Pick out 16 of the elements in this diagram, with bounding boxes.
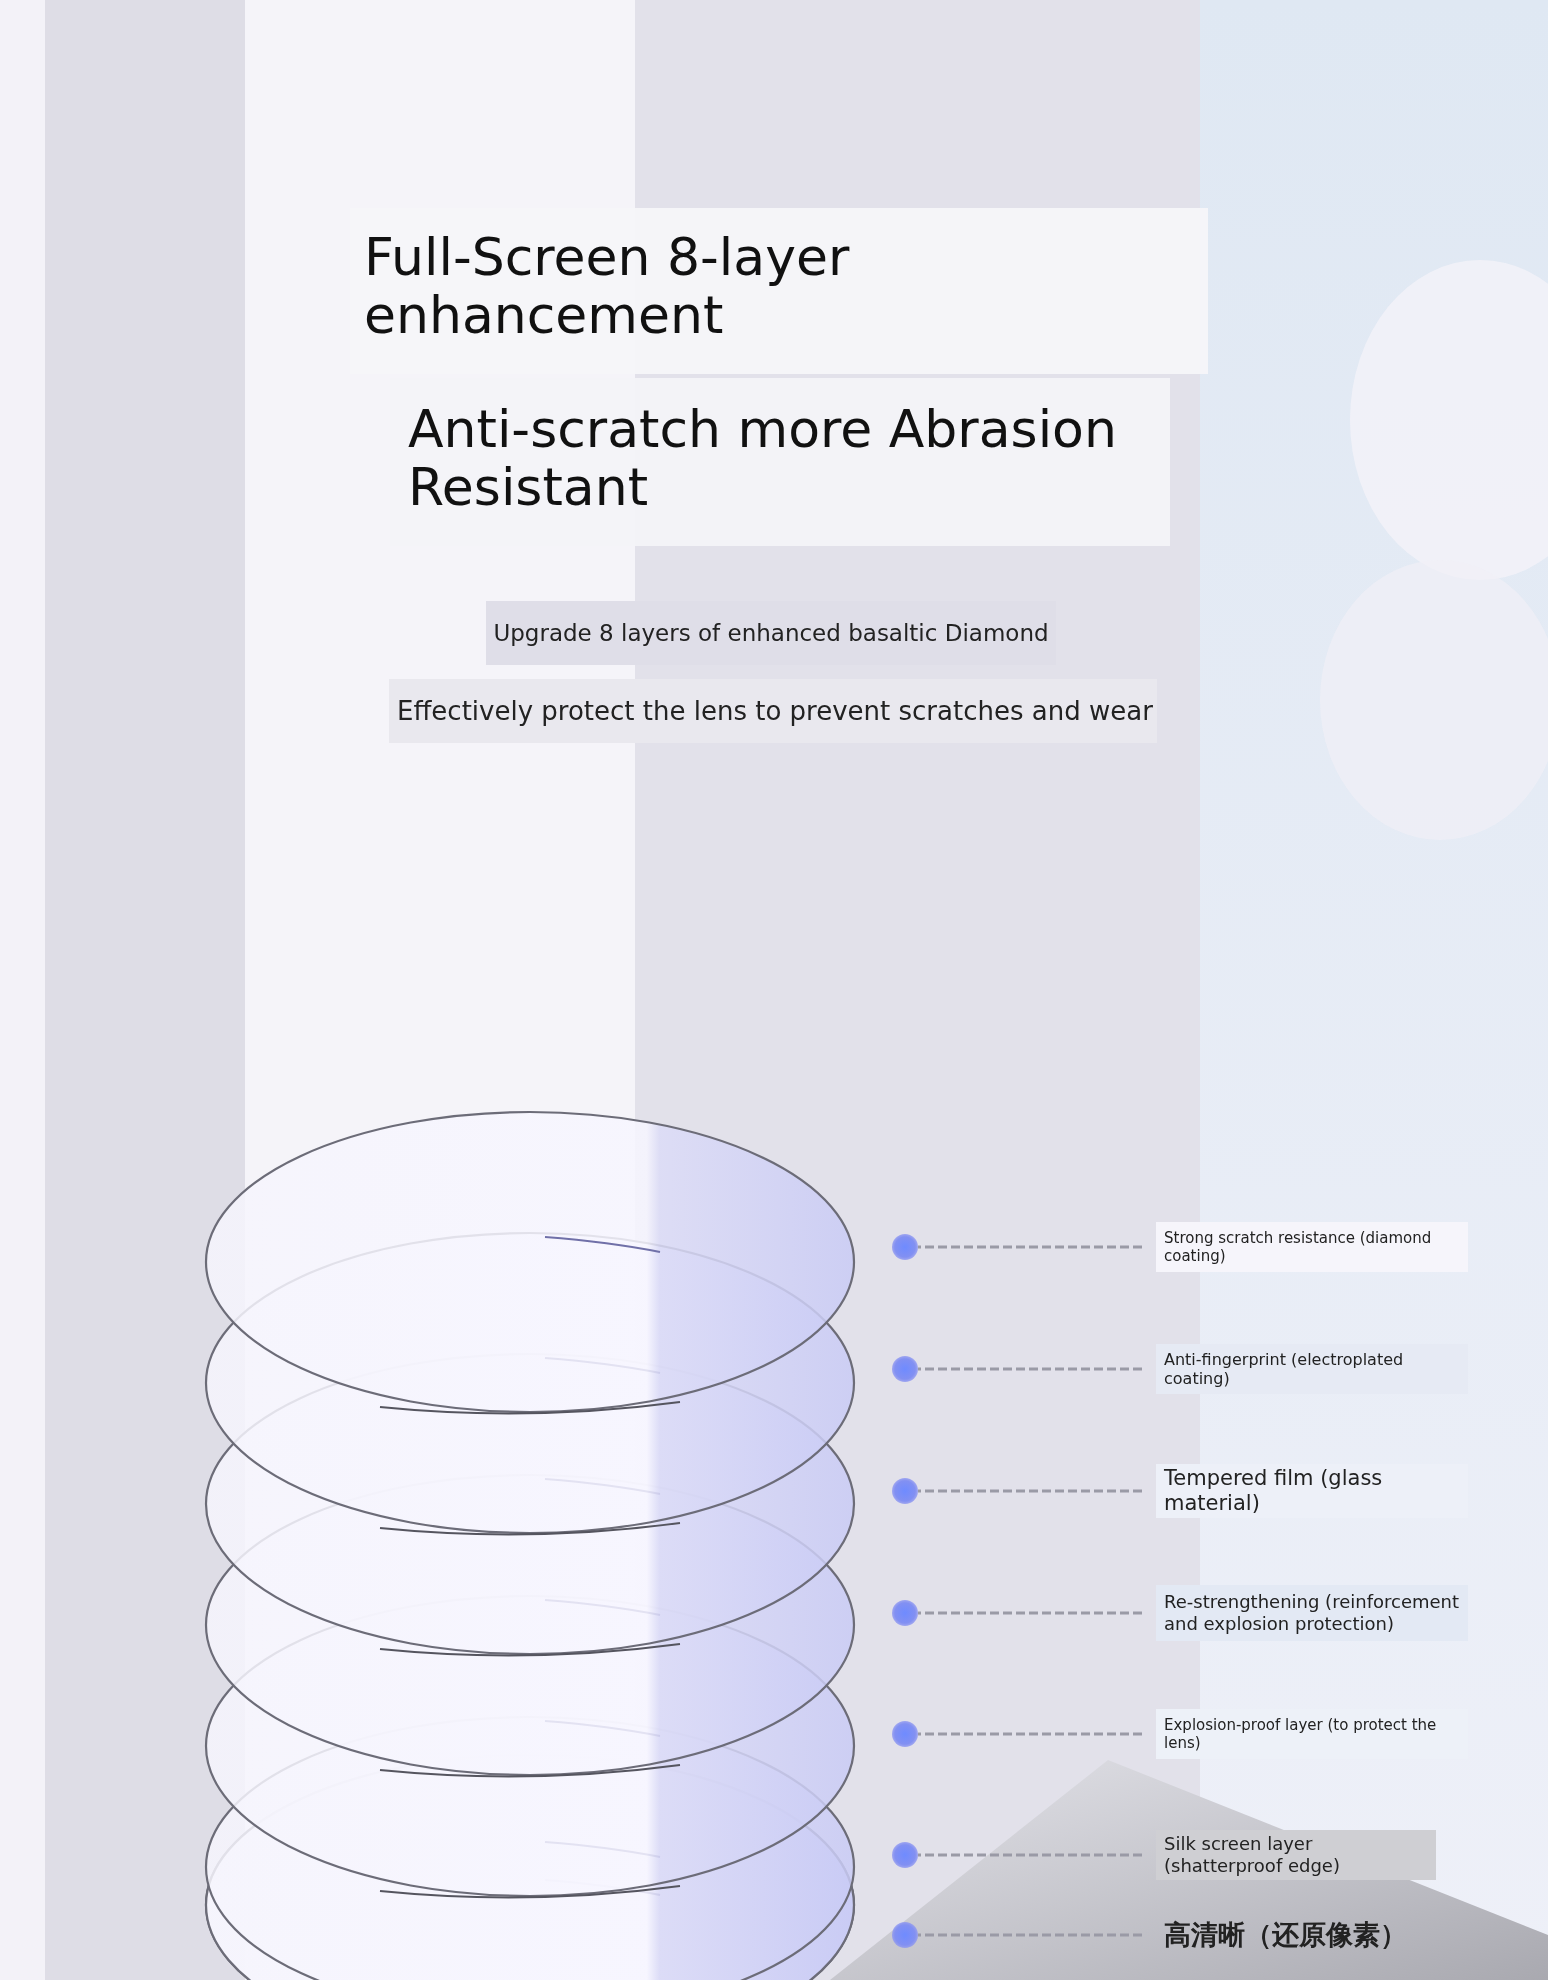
layer-label: Silk screen layer (shatterproof edge) xyxy=(1164,1833,1341,1877)
leader-line xyxy=(918,1933,1142,1937)
layer-label: Anti-fingerprint (electroplated coating) xyxy=(1164,1349,1405,1389)
leader-line xyxy=(918,1611,1142,1615)
layer-label: Tempered film (glass material) xyxy=(1164,1465,1384,1517)
layer-label: 高清晰（还原像素） xyxy=(1164,1918,1407,1952)
leader-line xyxy=(918,1732,1142,1736)
layer-label: Re-strengthening (reinforcement and explosion protection) xyxy=(1164,1591,1460,1635)
leader-line xyxy=(918,1489,1142,1493)
label-box xyxy=(1156,1830,1436,1880)
layer-label: Explosion-proof layer (to protect the lens) xyxy=(1164,1716,1438,1752)
leader-line xyxy=(918,1245,1142,1249)
layer-label: Strong scratch resistance (diamond coating) xyxy=(1164,1229,1433,1265)
leader-line xyxy=(918,1853,1142,1857)
description-text: Effectively protect the lens to prevent scratches and wear xyxy=(389,679,1157,743)
leader-line xyxy=(918,1367,1142,1371)
